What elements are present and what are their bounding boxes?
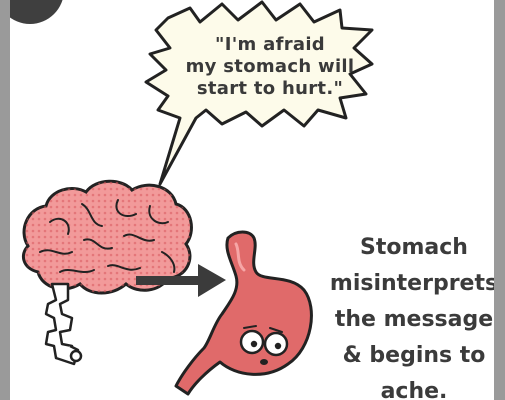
illustration-card: "I'm afraid my stomach will start to hur… — [10, 0, 494, 400]
speech-bubble-text: "I'm afraid my stomach will start to hur… — [170, 34, 370, 100]
caption-text: Stomach misinterprets the message & begi… — [326, 230, 494, 400]
speech-line: my stomach will — [170, 56, 370, 78]
caption-line: the message — [326, 302, 494, 338]
corner-badge — [10, 0, 64, 24]
speech-line: "I'm afraid — [170, 34, 370, 56]
speech-line: start to hurt." — [170, 78, 370, 100]
caption-line: & begins to — [326, 338, 494, 374]
caption-line: ache. — [326, 374, 494, 400]
caption-line: misinterprets — [326, 266, 494, 302]
spinal-cord-icon — [46, 284, 81, 364]
caption-line: Stomach — [326, 230, 494, 266]
stomach-character-icon — [176, 232, 311, 394]
